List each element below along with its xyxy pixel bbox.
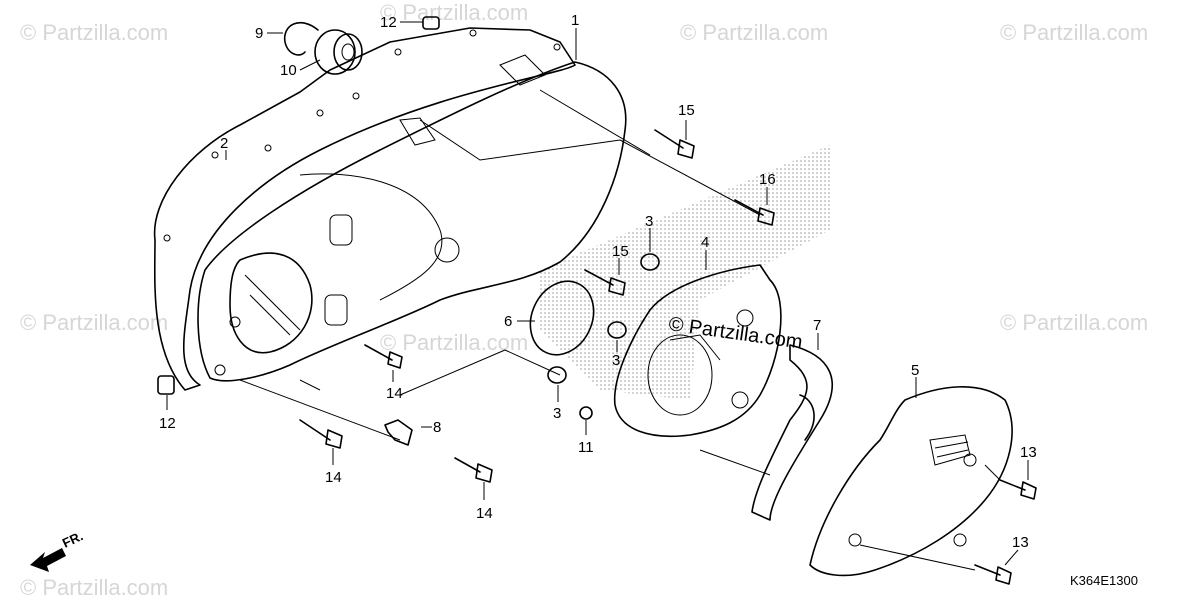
watermark: © Partzilla.com: [20, 310, 168, 335]
watermark: © Partzilla.com: [20, 575, 168, 600]
callout-8: 8: [433, 419, 441, 436]
callout-12: 12: [159, 415, 176, 432]
bolt: [974, 564, 1012, 585]
leader-lines: [166, 21, 1029, 566]
air-duct-cover: [613, 264, 782, 437]
callout-14: 14: [476, 505, 493, 522]
bolt: [364, 344, 403, 369]
callout-3: 3: [645, 213, 653, 230]
collar: [579, 406, 593, 420]
circlip: [284, 21, 319, 56]
callout-6: 6: [504, 313, 512, 330]
callout-14: 14: [386, 385, 403, 402]
callout-16: 16: [759, 171, 776, 188]
callout-10: 10: [280, 62, 297, 79]
gasket-bolt-holes: [163, 29, 561, 242]
bolt: [454, 457, 493, 483]
shading-pattern: [540, 145, 830, 400]
bolt: [654, 129, 695, 159]
grommet: [547, 253, 660, 384]
callout-7: 7: [813, 317, 821, 334]
dowel-pin: [157, 375, 175, 395]
watermark: © Partzilla.com: [1000, 310, 1148, 335]
callout-9: 9: [255, 25, 263, 42]
watermark: © Partzilla.com: [1000, 20, 1148, 45]
gasket: [153, 27, 576, 391]
watermark: © Partzilla.com: [380, 330, 528, 355]
watermark: © Partzilla.com: [380, 0, 528, 25]
front-direction-indicator: FR.: [30, 528, 85, 572]
callout-13: 13: [1020, 444, 1037, 461]
callout-15: 15: [678, 102, 695, 119]
callout-11: 11: [578, 439, 594, 456]
outer-cover: [809, 386, 1013, 577]
watermark: © Partzilla.com: [680, 20, 828, 45]
o-ring: [529, 280, 595, 356]
callout-4: 4: [701, 234, 709, 251]
cover-gasket: [751, 344, 833, 521]
crankcase-cover: [197, 54, 627, 382]
callout-labels: 1 2 9 10 12 12 15 16 3 15 4 6 3 3 7 8 11…: [159, 12, 1037, 551]
bearing: [314, 29, 363, 75]
callout-12: 12: [380, 14, 397, 31]
callout-3: 3: [553, 405, 561, 422]
direction-label: FR.: [60, 528, 85, 550]
diagram-code: K364E1300: [1070, 573, 1138, 588]
bolt: [999, 479, 1037, 500]
bracket: [384, 419, 413, 446]
alignment-lines: [239, 89, 1001, 571]
bolt: [584, 269, 626, 296]
callout-14: 14: [325, 469, 342, 486]
callout-3: 3: [612, 352, 620, 369]
bolt: [299, 419, 343, 449]
dowel-pin: [422, 16, 440, 30]
callout-13: 13: [1012, 534, 1029, 551]
watermark: © Partzilla.com: [20, 20, 168, 45]
cover-gasket-edge: [799, 394, 815, 441]
callout-5: 5: [911, 362, 919, 379]
callout-2: 2: [220, 135, 228, 152]
watermark-layer: © Partzilla.com © Partzilla.com © Partzi…: [20, 0, 1148, 600]
callout-15: 15: [612, 243, 629, 260]
bolt: [734, 199, 775, 226]
arrow-icon: [30, 548, 66, 572]
callout-1: 1: [571, 12, 579, 29]
